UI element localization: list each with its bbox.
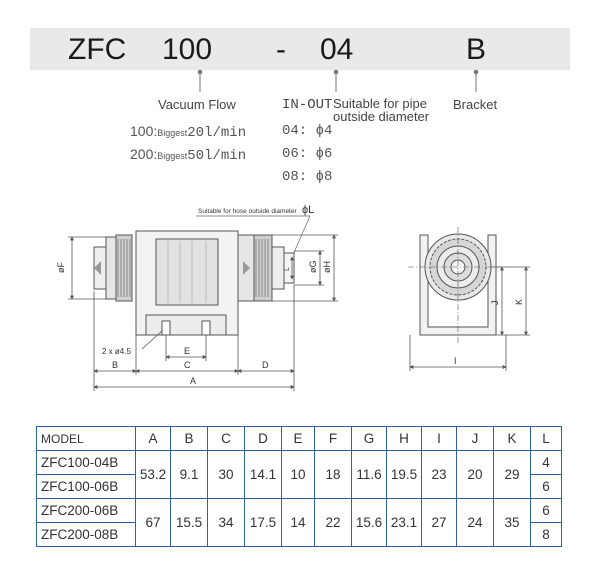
pipe-option-value: ϕ4 bbox=[315, 123, 333, 139]
dim-c: C bbox=[184, 360, 191, 370]
value-cell: 10 bbox=[281, 450, 315, 499]
phi-l-label: ϕL bbox=[302, 204, 314, 216]
value-cell: 19.5 bbox=[386, 450, 422, 499]
dim-h: øH bbox=[322, 261, 332, 273]
pipe-option-value: ϕ6 bbox=[315, 146, 333, 162]
flow-option-200: 200:Biggest50l/min bbox=[130, 146, 246, 164]
value-cell: 34 bbox=[207, 498, 245, 547]
value-cell: 27 bbox=[421, 498, 457, 547]
code-dash: - bbox=[276, 33, 286, 66]
flow-option-value: 50l/min bbox=[187, 148, 247, 164]
table-header: D bbox=[244, 426, 282, 451]
pipe-desc-line1: Suitable for pipe bbox=[333, 96, 427, 111]
value-cell: 53.2 bbox=[135, 450, 171, 499]
pipe-desc-line2: outside diameter bbox=[333, 109, 430, 124]
front-view bbox=[408, 227, 508, 345]
pipe-option-code: 06: bbox=[282, 146, 308, 162]
value-cell: 35 bbox=[493, 498, 531, 547]
table-row: ZFC100-04B 53.2 9.1 30 14.1 10 18 11.6 1… bbox=[36, 450, 562, 499]
value-cell: 29 bbox=[493, 450, 531, 499]
vacuum-flow-title: Vacuum Flow bbox=[158, 97, 236, 112]
pipe-option-code: 04: bbox=[282, 123, 308, 139]
flow-option-code: 200: bbox=[130, 146, 158, 162]
pipe-option-04: 04: ϕ4 bbox=[282, 123, 332, 139]
l-cell: 6 bbox=[530, 474, 562, 499]
table-header: B bbox=[170, 426, 208, 451]
dim-e: E bbox=[184, 346, 190, 356]
value-cell: 67 bbox=[135, 498, 171, 547]
flow-option-small: Biggest bbox=[157, 151, 188, 161]
code-bracket: B bbox=[466, 33, 487, 66]
table-row: ZFC200-06B 67 15.5 34 17.5 14 22 15.6 23… bbox=[36, 498, 562, 547]
dim-g: øG bbox=[308, 261, 318, 274]
value-cell: 15.5 bbox=[170, 498, 208, 547]
dim-j: J bbox=[490, 301, 500, 306]
value-cell: 22 bbox=[314, 498, 352, 547]
value-cell: 30 bbox=[207, 450, 245, 499]
flow-option-small: Biggest bbox=[157, 128, 188, 138]
pipe-option-06: 06: ϕ6 bbox=[282, 146, 332, 162]
value-cell: 23.1 bbox=[386, 498, 422, 547]
value-cell: 23 bbox=[421, 450, 457, 499]
model-cell: ZFC100-04B bbox=[36, 450, 136, 475]
pipe-option-08: 08: ϕ8 bbox=[282, 169, 332, 185]
dim-b: B bbox=[112, 360, 118, 370]
table-header-row: MODEL A B C D E F G H I J K L bbox=[36, 426, 562, 451]
table-header: J bbox=[456, 426, 494, 451]
dim-i: I bbox=[454, 356, 457, 366]
dim-l: L bbox=[284, 267, 291, 271]
l-cell: 6 bbox=[530, 498, 562, 523]
technical-drawing: Suitable for hose outside diameter ϕL bbox=[56, 204, 530, 391]
value-cell: 24 bbox=[456, 498, 494, 547]
table-row: ZFC200-08B 8 bbox=[36, 522, 562, 547]
pipe-option-code: 08: bbox=[282, 169, 308, 185]
code-series: ZFC bbox=[68, 33, 127, 66]
in-out-title: IN-OUT bbox=[282, 97, 333, 113]
value-cell: 9.1 bbox=[170, 450, 208, 499]
model-cell: ZFC200-06B bbox=[36, 498, 136, 523]
value-cell: 18 bbox=[314, 450, 352, 499]
table-header: L bbox=[530, 426, 562, 451]
side-view bbox=[93, 230, 295, 336]
table-header: C bbox=[207, 426, 245, 451]
dim-k: K bbox=[514, 299, 524, 305]
flow-option-code: 100: bbox=[130, 123, 158, 139]
dim-f: øF bbox=[56, 262, 66, 273]
bracket-title: Bracket bbox=[453, 97, 498, 112]
pipe-option-value: ϕ8 bbox=[315, 169, 333, 185]
table-header: A bbox=[135, 426, 171, 451]
dim-a: A bbox=[190, 376, 196, 386]
model-cell: ZFC100-06B bbox=[36, 474, 136, 499]
code-size: 04 bbox=[320, 33, 354, 66]
value-cell: 20 bbox=[456, 450, 494, 499]
code-flow: 100 bbox=[162, 33, 213, 66]
table-header: G bbox=[351, 426, 387, 451]
l-cell: 4 bbox=[530, 450, 562, 475]
value-cell: 15.6 bbox=[351, 498, 387, 547]
pipe-description: Suitable for pipe outside diameter bbox=[333, 97, 429, 123]
value-cell: 17.5 bbox=[244, 498, 282, 547]
hole-note: 2 x ø4.5 bbox=[102, 347, 131, 356]
flow-option-100: 100:Biggest20l/min bbox=[130, 123, 246, 141]
flow-option-value: 20l/min bbox=[187, 125, 247, 141]
table-header: F bbox=[314, 426, 352, 451]
value-cell: 14 bbox=[281, 498, 315, 547]
model-cell: ZFC200-08B bbox=[36, 522, 136, 547]
dim-d: D bbox=[262, 360, 269, 370]
table-header: I bbox=[421, 426, 457, 451]
hose-note: Suitable for hose outside diameter bbox=[198, 208, 297, 215]
code-leader-lines bbox=[197, 69, 479, 92]
spec-table: MODEL A B C D E F G H I J K L ZFC100-04B… bbox=[36, 426, 562, 547]
l-cell: 8 bbox=[530, 522, 562, 547]
table-header: K bbox=[493, 426, 531, 451]
table-row: ZFC100-06B 6 bbox=[36, 474, 562, 499]
table-header: E bbox=[281, 426, 315, 451]
value-cell: 11.6 bbox=[351, 450, 387, 499]
table-header: MODEL bbox=[36, 426, 136, 451]
table-header: H bbox=[386, 426, 422, 451]
value-cell: 14.1 bbox=[244, 450, 282, 499]
part-code-bar bbox=[30, 28, 570, 70]
